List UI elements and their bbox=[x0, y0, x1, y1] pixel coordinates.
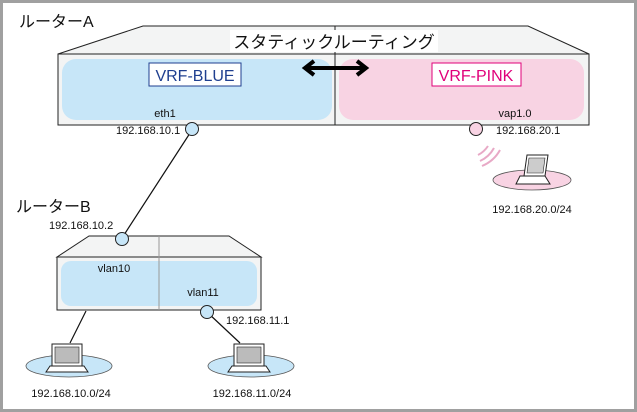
vrf-blue-label: VRF-BLUE bbox=[155, 68, 234, 85]
router-b-uplink-port[interactable] bbox=[115, 232, 129, 246]
routing-label-bg bbox=[230, 30, 438, 52]
eth1-ip: 192.168.10.1 bbox=[116, 125, 180, 137]
vrf-blue-label-box bbox=[148, 62, 242, 87]
routing-label: スタティックルーティング bbox=[233, 33, 434, 52]
link-vlan11-pc bbox=[207, 312, 241, 344]
wireless-icon bbox=[477, 145, 501, 167]
net20-label: 192.168.20.0/24 bbox=[492, 204, 572, 216]
vlan11-ip: 192.168.11.1 bbox=[226, 315, 289, 327]
net11-label: 192.168.11.0/24 bbox=[213, 388, 292, 400]
bidirectional-arrow-icon bbox=[301, 59, 370, 77]
vrf-blue-area bbox=[62, 59, 332, 120]
vap-label: vap1.0 bbox=[498, 108, 531, 120]
router-b-uplink-ip: 192.168.10.2 bbox=[49, 220, 113, 232]
eth1-port[interactable] bbox=[185, 122, 199, 136]
pc-net11 bbox=[207, 343, 295, 378]
eth1-label: eth1 bbox=[154, 108, 175, 120]
vap-ip: 192.168.20.1 bbox=[496, 125, 560, 137]
router-b-title: ルーターB bbox=[16, 198, 91, 216]
laptop-net20 bbox=[492, 154, 572, 191]
vlan11-label: vlan11 bbox=[187, 287, 219, 299]
vrf-pink-label-box bbox=[431, 62, 522, 87]
pc-net10 bbox=[25, 343, 113, 378]
vlan11-port[interactable] bbox=[200, 305, 214, 319]
router-b: ルーターB 192.168.10.2 vlan10 vlan11 bbox=[16, 198, 263, 311]
router-a: スタティックルーティング VRF-BLUE VRF-PINK ルーターA eth… bbox=[19, 13, 590, 137]
net10-label: 192.168.10.0/24 bbox=[31, 388, 111, 400]
vrf-pink-area bbox=[339, 59, 584, 120]
vrf-pink-label: VRF-PINK bbox=[439, 68, 514, 85]
vlan10-label: vlan10 bbox=[98, 263, 130, 275]
link-vlan10-pc bbox=[69, 310, 87, 344]
link-a-b bbox=[121, 129, 193, 239]
router-a-title: ルーターA bbox=[19, 13, 94, 31]
vap-port[interactable] bbox=[469, 122, 483, 136]
